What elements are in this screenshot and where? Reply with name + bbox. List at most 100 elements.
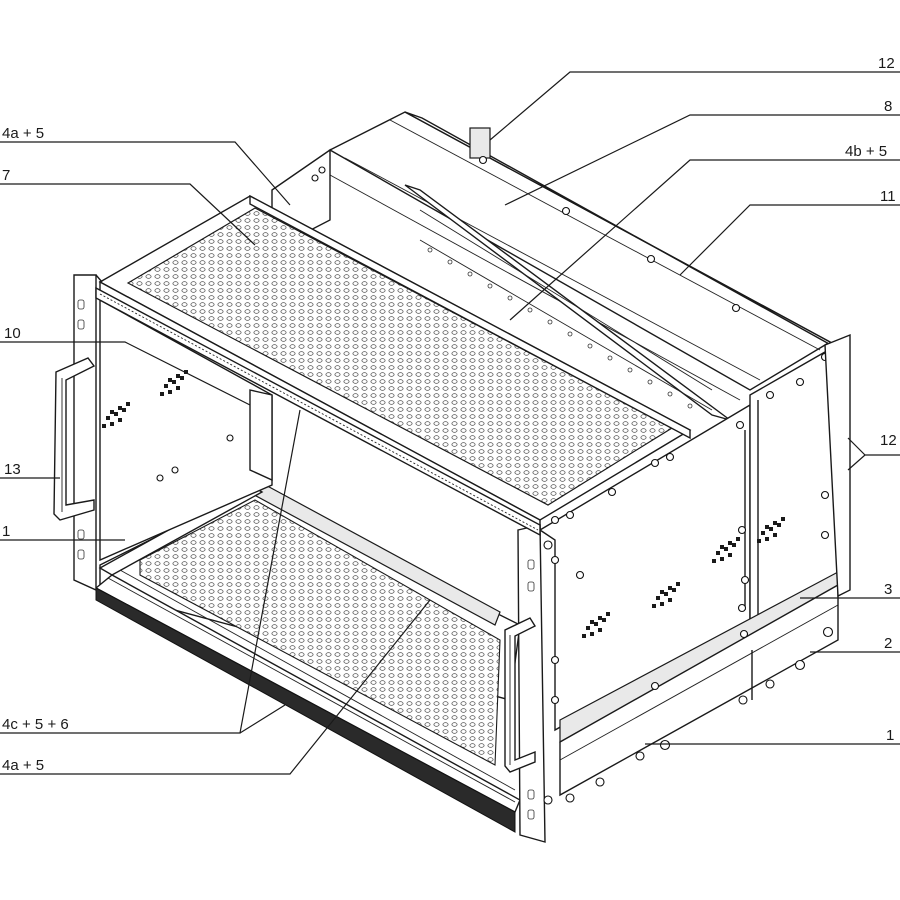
rail-hole [547, 319, 553, 325]
vent-hole [106, 416, 110, 420]
vent-hole [586, 626, 590, 630]
vent-hole [122, 408, 126, 412]
rail-hole [687, 403, 693, 409]
label-12-top: 12 [878, 55, 895, 72]
vent-hole [598, 616, 602, 620]
label-11: 11 [880, 188, 896, 205]
rail-hole [567, 331, 573, 337]
panel-screw [795, 377, 805, 387]
vent-hole [176, 386, 180, 390]
vent-hole [660, 590, 664, 594]
panel-screw [226, 434, 234, 442]
label-10: 10 [4, 325, 21, 342]
vent-hole [118, 406, 122, 410]
panel-screw [665, 452, 675, 462]
panel-screw [737, 525, 747, 535]
vent-hole [732, 543, 736, 547]
vent-hole [594, 622, 598, 626]
left-mounting-ear [73, 274, 103, 592]
label-1-left: 1 [2, 523, 10, 540]
left-handle [53, 357, 96, 521]
rail-hole [467, 271, 473, 277]
leader-lines [0, 71, 900, 775]
rear-right-ear [824, 333, 851, 598]
vent-hole [110, 422, 114, 426]
label-4a-5-top: 4a + 5 [2, 125, 44, 142]
side-rails [559, 571, 841, 803]
vent-hole [118, 418, 122, 422]
vent-hole [765, 537, 769, 541]
vent-hole [110, 410, 114, 414]
rail-hole [587, 343, 593, 349]
vent-hole [781, 517, 785, 521]
panel-screw [171, 466, 179, 474]
panel-screw [765, 390, 775, 400]
vent-hole [590, 632, 594, 636]
panel-screw [735, 420, 745, 430]
vent-hole [582, 634, 586, 638]
vent-hole [668, 598, 672, 602]
vent-hole [602, 618, 606, 622]
vent-hole [720, 545, 724, 549]
vent-hole [126, 402, 130, 406]
left-inner-panel [99, 298, 273, 562]
top-cover [98, 194, 692, 532]
vent-hole [773, 533, 777, 537]
label-4b-5: 4b + 5 [845, 143, 887, 160]
vent-hole [590, 620, 594, 624]
right-handle [504, 617, 537, 773]
panel-screw [607, 487, 617, 497]
panel-screw [550, 655, 560, 665]
vent-hole [102, 424, 106, 428]
vent-hole [716, 551, 720, 555]
rail-hole [447, 259, 453, 265]
vent-hole [664, 592, 668, 596]
rail-hole [507, 295, 513, 301]
vent-hole [720, 557, 724, 561]
vent-hole [773, 521, 777, 525]
vent-hole [652, 604, 656, 608]
panel-screw [820, 490, 830, 500]
label-2: 2 [884, 635, 892, 652]
rail-hole [427, 247, 433, 253]
panel-screw [650, 458, 660, 468]
label-13: 13 [4, 461, 21, 478]
panel-screw [550, 555, 560, 565]
rail-hole [607, 355, 613, 361]
vent-hole [777, 523, 781, 527]
callout-labels: 12 8 4b + 5 11 4a + 5 7 10 13 1 12 3 2 1… [2, 55, 897, 774]
rail-hole [527, 307, 533, 313]
panel-screw [565, 510, 575, 520]
vent-hole [728, 541, 732, 545]
panel-screw [820, 530, 830, 540]
vent-hole [769, 527, 773, 531]
vent-hole [184, 370, 188, 374]
panel-screw [550, 515, 560, 525]
vent-hole [765, 525, 769, 529]
vent-hole [761, 531, 765, 535]
vent-hole [757, 539, 761, 543]
vent-hole [668, 586, 672, 590]
vent-hole [168, 390, 172, 394]
right-mounting-ear [517, 524, 553, 843]
panel-screw [740, 575, 750, 585]
vent-hole [724, 547, 728, 551]
vent-hole [180, 376, 184, 380]
vent-hole [728, 553, 732, 557]
rail-hole [487, 283, 493, 289]
panel-screw [550, 695, 560, 705]
label-4a-5-bottom: 4a + 5 [2, 757, 44, 774]
panel-screw [156, 474, 164, 482]
vent-hole [712, 559, 716, 563]
rail-hole [647, 379, 653, 385]
vent-hole [672, 588, 676, 592]
vent-hole [164, 384, 168, 388]
vent-hole [176, 374, 180, 378]
label-8: 8 [884, 98, 892, 115]
panel-screw [575, 570, 585, 580]
vent-hole [736, 537, 740, 541]
label-4c-5-6: 4c + 5 + 6 [2, 716, 69, 733]
label-12-right: 12 [880, 432, 897, 449]
vent-hole [160, 392, 164, 396]
